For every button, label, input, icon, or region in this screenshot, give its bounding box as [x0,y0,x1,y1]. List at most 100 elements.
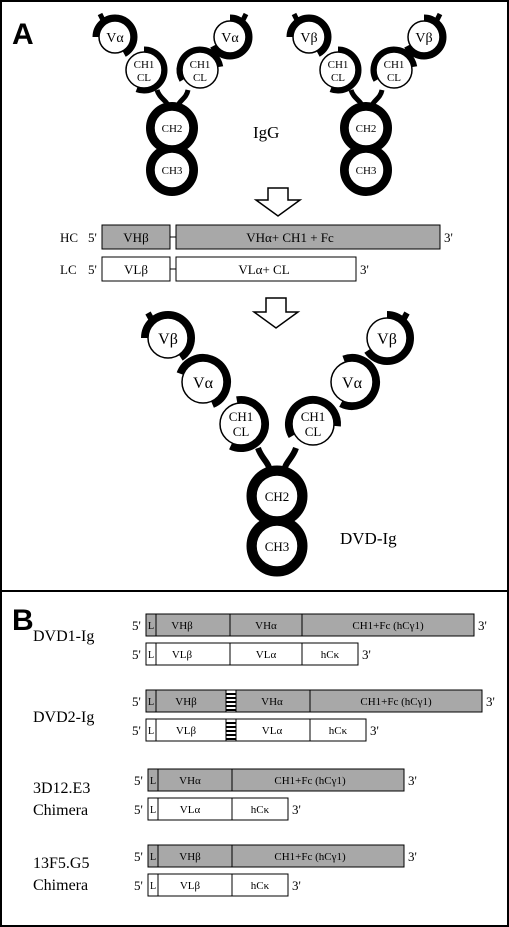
lc-three: 3' [370,723,379,738]
lc-seg: hCκ [329,725,348,737]
igg-left-ch1-b: CH1 [190,59,211,71]
igg-left-domains [97,12,249,189]
row-13f5: 13F5.G5 Chimera 5' L VHβ CH1+Fc (hCγ1) 3… [33,844,417,897]
lc-three-prime: 3' [360,262,369,277]
igg-right-cl-b: CL [387,72,401,84]
row-dvd2: DVD2-Ig 5' L VHβ VHα CH1+Fc (hCγ1) 3' 5'… [33,689,495,742]
dvd-ch1-left: CH1 [229,409,254,424]
hc-seg: CH1+Fc (hCγ1) [352,620,424,632]
row-3d12: 3D12.E3 Chimera 5' L VHα CH1+Fc (hCγ1) 3… [33,768,417,821]
igg-left-ch1-a: CH1 [134,59,155,71]
lc-five: 5' [134,802,143,817]
row-name: 3D12.E3 [33,780,90,797]
igg-left-ch3: CH3 [162,165,183,177]
hc-five: 5' [134,773,143,788]
hc-three: 3' [486,694,495,709]
hc-three: 3' [408,773,417,788]
igg-left-v1: Vα [106,31,124,46]
igg-right-ch1-a: CH1 [328,59,349,71]
dvd-outer-v-left: Vβ [158,331,178,348]
igg-right-ch1-b: CH1 [384,59,405,71]
igg-right-cl-a: CL [331,72,345,84]
lc-three: 3' [292,878,301,893]
panel-b-label: B [12,604,34,637]
igg-left-cl-a: CL [137,72,151,84]
dvd-domains [145,311,410,568]
lc-segment-2 [175,256,357,282]
hc-seg: VHβ [179,851,201,863]
hc-three: 3' [478,618,487,633]
hc-seg: CH1+Fc (hCγ1) [274,851,346,863]
igg-right-v1: Vβ [300,31,317,46]
leader: L [150,805,156,816]
hc-five: 5' [134,849,143,864]
hc-seg: CH1+Fc (hCγ1) [274,775,346,787]
lc-seg1-label: VLβ [124,262,148,277]
hc-three-prime: 3' [444,230,453,245]
dvd-inner-v-left: Vα [193,375,214,392]
dvd-inner-v-right: Vα [342,375,363,392]
row-name: DVD1-Ig [33,628,94,645]
leader: L [150,776,156,787]
hc-seg: CH1+Fc (hCγ1) [360,696,432,708]
hc-seg: VHβ [175,696,197,708]
lc-seg: VLα [256,649,277,661]
igg-right-domains [291,12,443,189]
lc-seg: hCκ [251,804,270,816]
dvd-cl-right: CL [305,424,322,439]
leader: L [150,852,156,863]
lc-segment-1 [101,256,171,282]
hc-segment-1 [101,224,171,250]
dvd-label: DVD-Ig [340,529,397,548]
igg-left-v2: Vα [221,31,239,46]
lc-three: 3' [292,802,301,817]
dvd-ch1-right: CH1 [301,409,326,424]
lc-five-prime: 5' [88,262,97,277]
dvd-cl-left: CL [233,424,250,439]
row-name-2: Chimera [33,877,88,894]
igg-right-ch3: CH3 [356,165,377,177]
hc-segment-2 [175,224,441,250]
leader: L [148,650,154,661]
lc-seg: VLα [262,725,283,737]
row-dvd1: DVD1-Ig 5' L VHβ VHα CH1+Fc (hCγ1) 3' 5'… [33,613,487,666]
hc-seg2-label: VHα+ CH1 + Fc [246,230,334,245]
lc-label: LC [60,262,77,277]
hc-five-prime: 5' [88,230,97,245]
dvd-ch2: CH2 [265,489,290,504]
dvd-ch3: CH3 [265,539,290,554]
lc-seg: hCκ [251,880,270,892]
leader: L [148,726,154,737]
leader: L [148,697,154,708]
hc-seg: VHα [261,696,283,708]
lc-seg: hCκ [321,649,340,661]
row-name-2: Chimera [33,802,88,819]
lc-seg: VLβ [180,880,201,892]
down-arrow-icon-2 [251,297,301,329]
lc-five: 5' [132,723,141,738]
igg-label: IgG [253,123,279,142]
igg-left-cl-b: CL [193,72,207,84]
lc-seg: VLα [180,804,201,816]
hc-seg: VHβ [171,620,193,632]
panel-a-label: A [12,18,34,51]
row-name: 13F5.G5 [33,855,89,872]
dvd-outer-v-right: Vβ [377,331,397,348]
lc-five: 5' [132,647,141,662]
row-name: DVD2-Ig [33,709,94,726]
lc-three: 3' [362,647,371,662]
igg-left-ch2: CH2 [162,123,183,135]
hc-seg1-label: VHβ [123,230,149,245]
lc-seg2-label: VLα+ CL [238,262,289,277]
hc-seg: VHα [179,775,201,787]
hc-seg: VHα [255,620,277,632]
lc-seg: VLβ [172,649,193,661]
hc-three: 3' [408,849,417,864]
hc-five: 5' [132,694,141,709]
igg-left-molecule [92,14,253,196]
hc-five: 5' [132,618,141,633]
down-arrow-icon [253,187,303,217]
hc-label: HC [60,230,78,245]
leader: L [148,621,154,632]
lc-five: 5' [134,878,143,893]
